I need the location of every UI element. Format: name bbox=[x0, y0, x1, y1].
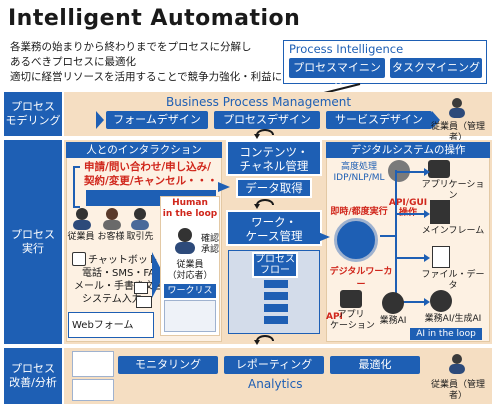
business-ai-label: 業務AI bbox=[379, 316, 407, 326]
process-intelligence-title: Process Intelligence bbox=[289, 42, 404, 56]
manager-label-top: 従業員（管理者） bbox=[430, 122, 485, 143]
worklist-panel bbox=[164, 300, 216, 332]
optimization-label: 最適化 bbox=[330, 356, 420, 374]
flow-step-3 bbox=[264, 304, 288, 312]
app-icon bbox=[340, 290, 362, 308]
digital-worker-label: デジタルワーカー bbox=[329, 267, 393, 290]
analytics-label: Analytics bbox=[248, 377, 303, 391]
api-label: API bbox=[326, 312, 343, 322]
design-chevrons bbox=[96, 111, 440, 129]
worklist-label: ワークリスト bbox=[164, 284, 216, 310]
process-mining-label: プロセスマイニング bbox=[289, 58, 385, 94]
lane-execution-label: プロセス 実行 bbox=[4, 140, 62, 344]
channel-phone: 電話・SMS・FAX bbox=[82, 268, 162, 279]
monitoring-label: モニタリング bbox=[118, 356, 218, 374]
page-title: Intelligent Automation bbox=[8, 6, 301, 31]
mainframe-icon bbox=[430, 200, 450, 224]
reporting-label: レポーティング bbox=[224, 356, 324, 374]
cycle-icon-top bbox=[254, 129, 274, 139]
system-application: アプリケーション bbox=[421, 180, 485, 201]
webform-panel bbox=[68, 312, 154, 338]
business-ai-icon bbox=[382, 292, 404, 314]
instant-exec-label: 即時/都度実行 bbox=[330, 207, 388, 217]
digital-worker-icon bbox=[334, 218, 378, 262]
mail-icon bbox=[136, 296, 152, 308]
request-types-1: 申請/問い合わせ/申し込み/ bbox=[84, 161, 212, 173]
approve-label: 確認 承認 bbox=[200, 234, 219, 255]
intro-line-3: 適切に経営リソースを活用することで競争力強化・利益につなげる bbox=[10, 71, 325, 83]
service-design-label: サービスデザイン bbox=[326, 111, 432, 129]
intro-line-1: 各業務の始まりから終わりまでをプロセスに分解し bbox=[10, 41, 252, 53]
worker-to-systems-arrows bbox=[380, 168, 430, 306]
data-acquisition-box: データ取得 bbox=[236, 178, 312, 198]
file-data-icon bbox=[432, 246, 450, 268]
partner-avatar bbox=[128, 206, 152, 234]
system-file-data: ファイル・データ bbox=[421, 270, 485, 291]
system-mainframe: メインフレーム bbox=[421, 226, 485, 236]
work-case-box: ワーク・ ケース管理 bbox=[226, 210, 322, 246]
lane-improvement-label: プロセス 改善/分析 bbox=[4, 348, 62, 404]
flow-step-1 bbox=[264, 280, 288, 288]
bpm-title: Business Process Management bbox=[166, 95, 352, 109]
advanced-processing-label: 高度処理 IDP/NLP/ML bbox=[333, 162, 385, 183]
system-genai: 業務AI/生成AI bbox=[424, 314, 482, 324]
employee-avatar bbox=[70, 206, 94, 234]
manager-label-bottom: 従業員（管理者） bbox=[430, 380, 485, 401]
customer-avatar bbox=[100, 206, 124, 234]
cycle-icon-bottom bbox=[254, 335, 274, 345]
partner-label: 取引先 bbox=[126, 232, 154, 242]
application-icon bbox=[428, 160, 450, 178]
document-icon bbox=[134, 282, 148, 294]
handler-label: 従業員 （対応者） bbox=[167, 260, 213, 281]
process-design-label: プロセスデザイン bbox=[214, 111, 320, 129]
content-channel-box: コンテンツ・ チャネル管理 bbox=[226, 140, 322, 176]
manager-avatar-bottom bbox=[446, 352, 468, 378]
monitor-thumb-2 bbox=[72, 379, 114, 401]
webform-label: Webフォーム bbox=[72, 320, 134, 331]
request-types-2: 契約/変更/キャンセル・・・ bbox=[84, 175, 218, 187]
ai-in-the-loop-label: AI in the loop bbox=[410, 328, 482, 340]
flow-step-4 bbox=[264, 316, 288, 324]
monitor-thumb-1 bbox=[72, 351, 114, 377]
task-mining-label: タスクマイニング bbox=[390, 58, 482, 78]
arrow-center-to-digital bbox=[318, 232, 330, 242]
app-label: アプリ ケーション bbox=[330, 310, 375, 331]
lane-modeling-label: プロセス モデリング bbox=[4, 92, 62, 136]
process-flow-box: プロセス フロー bbox=[252, 252, 298, 278]
channel-system: システム入力 bbox=[82, 294, 142, 305]
handler-avatar bbox=[172, 226, 198, 258]
cycle-icon-mid bbox=[254, 199, 274, 209]
employee-label: 従業員 bbox=[67, 232, 95, 242]
human-interaction-header: 人とのインタラクション bbox=[66, 142, 222, 158]
channel-chatbot: チャットボット bbox=[88, 255, 158, 266]
manager-avatar-top bbox=[446, 96, 468, 122]
arrow-left-to-center bbox=[218, 182, 230, 192]
intro-line-2: あるべきプロセスに最適化 bbox=[10, 56, 136, 68]
business-ai-icon-right bbox=[430, 290, 452, 312]
request-bracket bbox=[73, 166, 80, 208]
form-design-label: フォームデザイン bbox=[106, 111, 208, 129]
customer-label: お客様 bbox=[97, 232, 125, 242]
chatbot-icon bbox=[72, 252, 86, 266]
digital-header: デジタルシステムの操作 bbox=[326, 142, 490, 158]
flow-step-2 bbox=[264, 292, 288, 300]
hitl-label: Human in the loop bbox=[162, 198, 218, 219]
channel-mail: メール・手書き文書 bbox=[74, 281, 164, 292]
